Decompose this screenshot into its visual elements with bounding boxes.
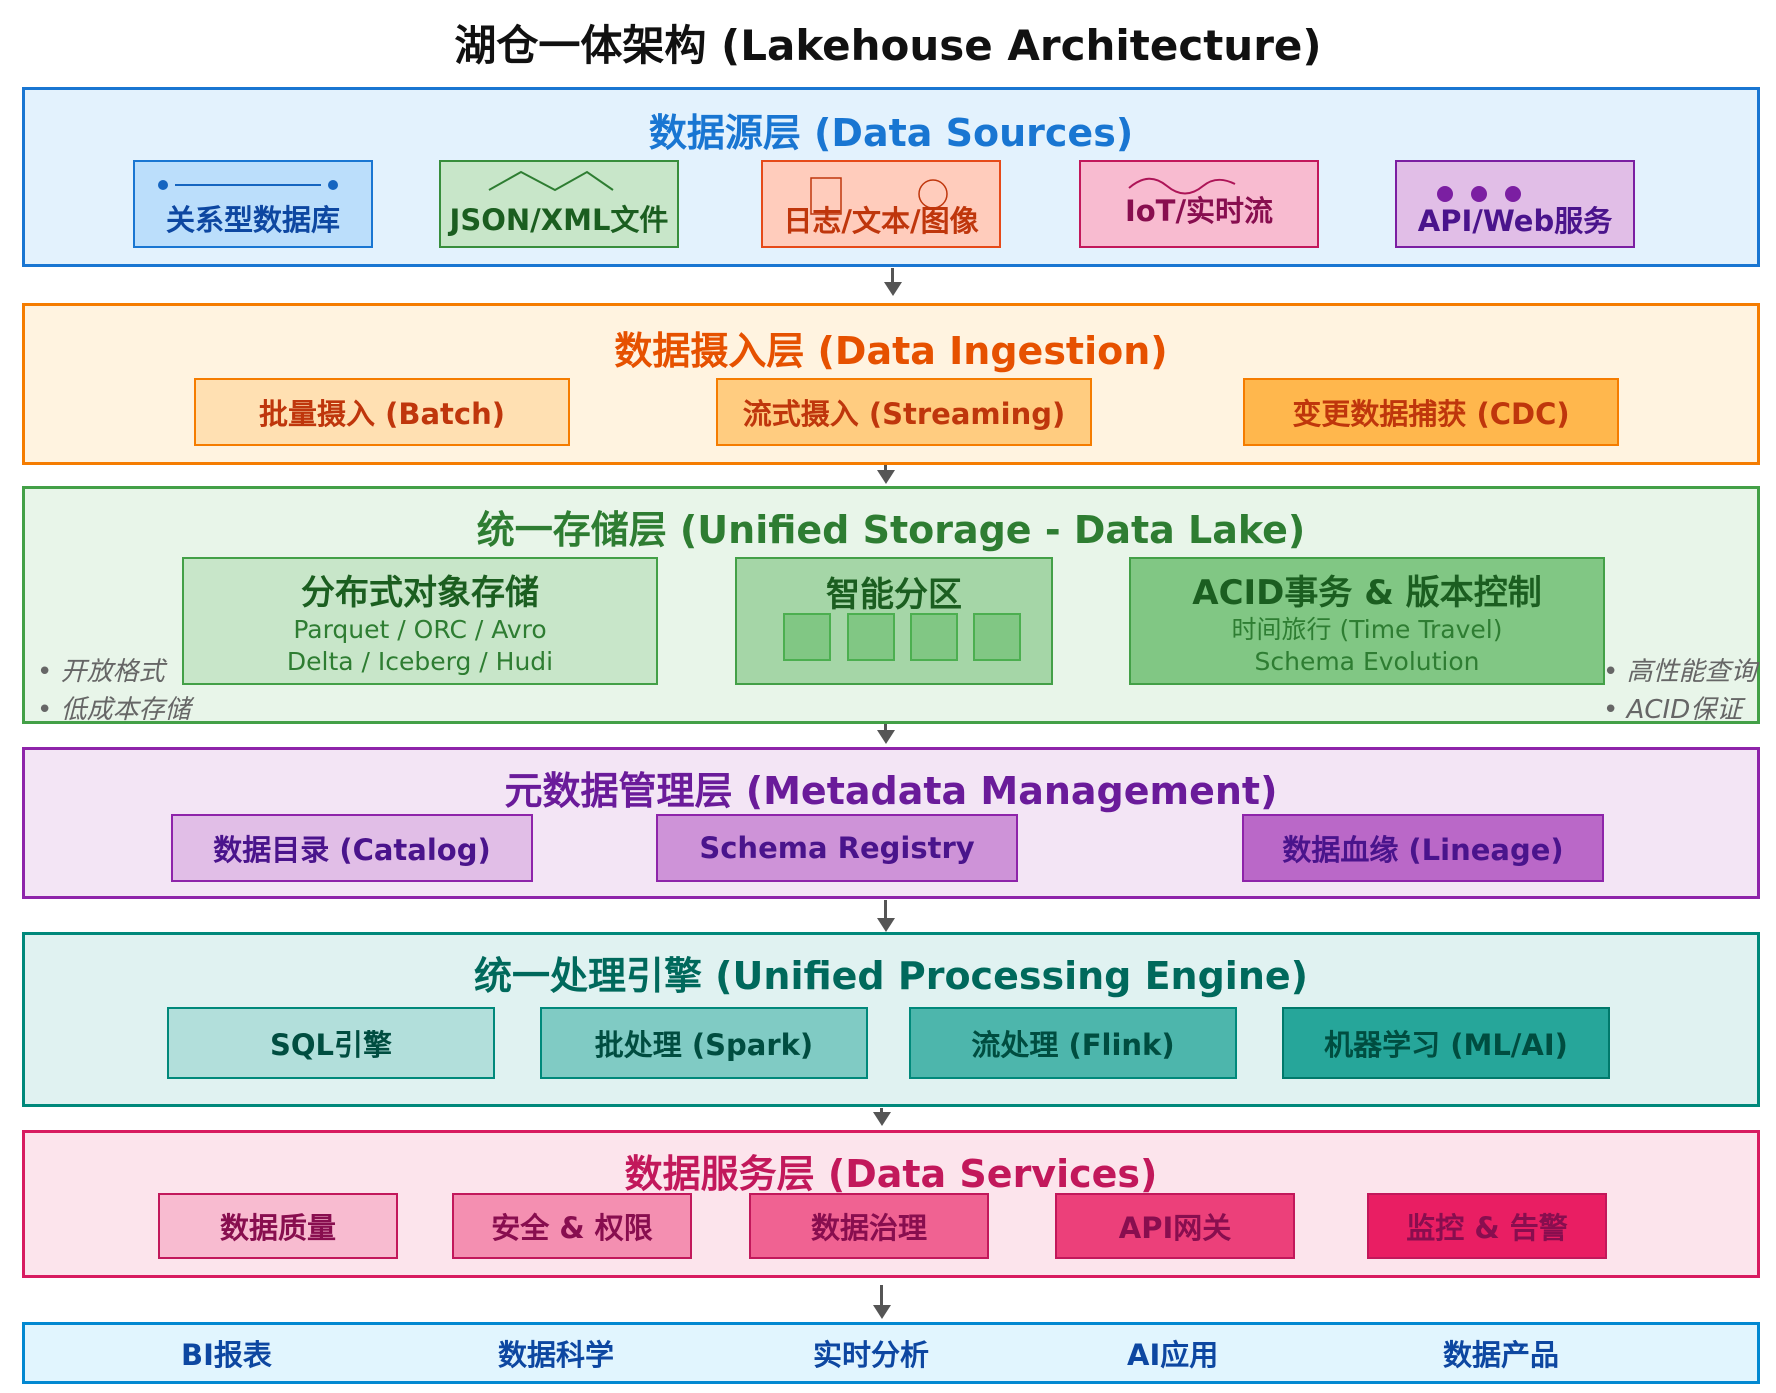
page-title: 湖仓一体架构 (Lakehouse Architecture) — [454, 21, 1322, 70]
metadata-lineage: 数据血缘 (Lineage) — [1242, 814, 1604, 882]
arrowhead-ingestion-to-storage — [877, 470, 895, 484]
engine-ml-ai: 机器学习 (ML/AI) — [1282, 1007, 1610, 1079]
partition-block-icon — [910, 613, 958, 661]
service-monitoring-label: 监控 & 告警 — [1406, 1211, 1568, 1245]
data-ingestion-title: 数据摄入层 (Data Ingestion) — [614, 329, 1168, 373]
unified-storage-title: 统一存储层 (Unified Storage - Data Lake) — [476, 508, 1306, 552]
data-sources-title: 数据源层 (Data Sources) — [648, 111, 1134, 155]
service-data-quality: 数据质量 — [158, 1193, 398, 1259]
source-logs-text-images-label: 日志/文本/图像 — [783, 204, 979, 238]
dots-icon — [1437, 186, 1521, 202]
service-security: 安全 & 权限 — [452, 1193, 692, 1259]
service-api-gateway-label: API网关 — [1118, 1211, 1232, 1245]
acid-time-travel: 时间旅行 (Time Travel) — [1231, 614, 1503, 644]
acid-versioning-title: ACID事务 & 版本控制 — [1192, 572, 1542, 613]
wave-icon — [1128, 177, 1236, 195]
service-governance: 数据治理 — [749, 1193, 989, 1259]
source-json-xml-label: JSON/XML文件 — [449, 203, 669, 237]
engine-sql: SQL引擎 — [167, 1007, 495, 1079]
data-sources-layer: 数据源层 (Data Sources) 关系型数据库 JSON/XML文件 日志… — [22, 87, 1760, 267]
arrowhead-sources-to-ingestion — [884, 282, 902, 296]
partition-block-icon — [973, 613, 1021, 661]
object-storage-formats-1: Parquet / ORC / Avro — [293, 614, 547, 644]
arrow-sources-to-ingestion — [891, 268, 894, 284]
service-data-quality-label: 数据质量 — [219, 1211, 336, 1245]
source-iot-streams: IoT/实时流 — [1079, 160, 1319, 248]
source-api-web: API/Web服务 — [1395, 160, 1635, 248]
ingestion-cdc-label: 变更数据捕获 (CDC) — [1292, 397, 1570, 431]
consumer-ai-apps: AI应用 — [1127, 1338, 1219, 1372]
storage-note-acid: • ACID保证 — [1603, 695, 1743, 725]
arrow-metadata-to-processing — [884, 900, 887, 920]
zigzag-icon — [488, 170, 614, 192]
consumer-data-products: 数据产品 — [1443, 1338, 1560, 1372]
storage-note-high-performance: • 高性能查询 — [1603, 657, 1757, 687]
metadata-catalog-label: 数据目录 (Catalog) — [213, 833, 491, 867]
service-monitoring: 监控 & 告警 — [1367, 1193, 1607, 1259]
data-ingestion-layer: 数据摄入层 (Data Ingestion) 批量摄入 (Batch) 流式摄入… — [22, 303, 1760, 465]
engine-spark: 批处理 (Spark) — [540, 1007, 868, 1079]
source-relational-db: 关系型数据库 — [133, 160, 373, 248]
arrow-processing-to-services — [880, 1108, 883, 1114]
ingestion-streaming: 流式摄入 (Streaming) — [716, 378, 1092, 446]
engine-ml-ai-label: 机器学习 (ML/AI) — [1324, 1028, 1568, 1062]
metadata-catalog: 数据目录 (Catalog) — [171, 814, 533, 882]
smart-partition-title: 智能分区 — [826, 575, 962, 615]
document-image-icon — [810, 177, 948, 215]
engine-sql-label: SQL引擎 — [269, 1028, 393, 1062]
arrow-services-to-consumers — [880, 1285, 883, 1307]
arrow-storage-to-metadata — [884, 724, 887, 732]
metadata-schema-registry: Schema Registry — [656, 814, 1018, 882]
object-storage-title: 分布式对象存储 — [301, 572, 539, 613]
smart-partition-box: 智能分区 — [735, 557, 1053, 685]
source-iot-streams-label: IoT/实时流 — [1124, 194, 1274, 228]
metadata-title: 元数据管理层 (Metadata Management) — [504, 769, 1278, 813]
source-logs-text-images: 日志/文本/图像 — [761, 160, 1001, 248]
service-api-gateway: API网关 — [1055, 1193, 1295, 1259]
metadata-layer: 元数据管理层 (Metadata Management) 数据目录 (Catal… — [22, 747, 1760, 899]
unified-storage-layer: 统一存储层 (Unified Storage - Data Lake) 分布式对… — [22, 486, 1760, 725]
engine-spark-label: 批处理 (Spark) — [594, 1028, 814, 1062]
object-storage-box: 分布式对象存储 Parquet / ORC / Avro Delta / Ice… — [182, 557, 658, 685]
source-api-web-label: API/Web服务 — [1417, 204, 1613, 238]
engine-flink: 流处理 (Flink) — [909, 1007, 1237, 1079]
processing-engine-layer: 统一处理引擎 (Unified Processing Engine) SQL引擎… — [22, 932, 1760, 1107]
partition-block-icon — [847, 613, 895, 661]
storage-note-open-format: • 开放格式 — [37, 657, 165, 687]
database-connection-icon — [158, 180, 338, 190]
data-services-layer: 数据服务层 (Data Services) 数据质量 安全 & 权限 数据治理 … — [22, 1130, 1760, 1278]
processing-engine-title: 统一处理引擎 (Unified Processing Engine) — [473, 954, 1309, 998]
acid-schema-evolution: Schema Evolution — [1254, 646, 1480, 676]
ingestion-streaming-label: 流式摄入 (Streaming) — [742, 397, 1066, 431]
source-json-xml: JSON/XML文件 — [439, 160, 679, 248]
storage-note-low-cost: • 低成本存储 — [37, 695, 191, 725]
consumer-data-science: 数据科学 — [498, 1338, 615, 1372]
service-governance-label: 数据治理 — [810, 1211, 927, 1245]
arrowhead-services-to-consumers — [873, 1305, 891, 1319]
metadata-schema-registry-label: Schema Registry — [699, 831, 975, 865]
source-relational-db-label: 关系型数据库 — [165, 203, 340, 237]
consumer-bi-reports: BI报表 — [181, 1338, 272, 1372]
arrowhead-storage-to-metadata — [877, 730, 895, 744]
arrowhead-processing-to-services — [873, 1112, 891, 1126]
partition-block-icon — [783, 613, 831, 661]
arrowhead-metadata-to-processing — [877, 918, 895, 932]
acid-versioning-box: ACID事务 & 版本控制 时间旅行 (Time Travel) Schema … — [1129, 557, 1605, 685]
arrow-ingestion-to-storage — [884, 465, 887, 471]
object-storage-formats-2: Delta / Iceberg / Hudi — [286, 646, 554, 676]
ingestion-batch-label: 批量摄入 (Batch) — [259, 397, 505, 431]
data-services-title: 数据服务层 (Data Services) — [624, 1152, 1158, 1196]
service-security-label: 安全 & 权限 — [491, 1211, 653, 1245]
consumers-layer: BI报表 数据科学 实时分析 AI应用 数据产品 — [22, 1322, 1760, 1384]
ingestion-batch: 批量摄入 (Batch) — [194, 378, 570, 446]
ingestion-cdc: 变更数据捕获 (CDC) — [1243, 378, 1619, 446]
metadata-lineage-label: 数据血缘 (Lineage) — [1282, 833, 1564, 867]
consumer-realtime-analytics: 实时分析 — [813, 1338, 930, 1372]
engine-flink-label: 流处理 (Flink) — [971, 1028, 1175, 1062]
